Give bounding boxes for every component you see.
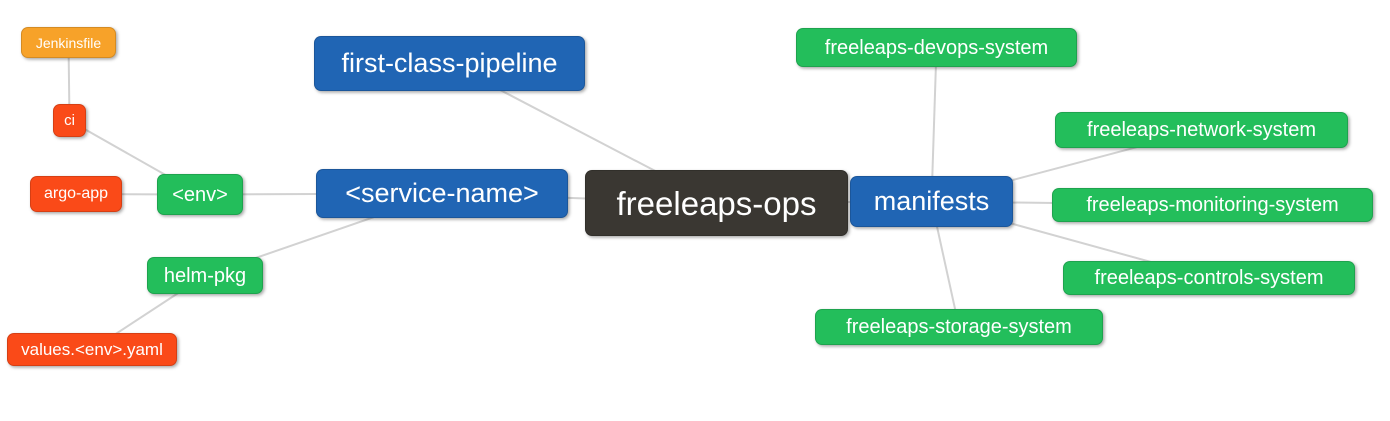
- node-freeleaps-monitoring-system[interactable]: freeleaps-monitoring-system: [1052, 188, 1373, 222]
- node-freeleaps-ops[interactable]: freeleaps-ops: [585, 170, 848, 236]
- node-freeleaps-storage-system[interactable]: freeleaps-storage-system: [815, 309, 1103, 345]
- node-freeleaps-controls-system[interactable]: freeleaps-controls-system: [1063, 261, 1355, 295]
- node-argo-app[interactable]: argo-app: [30, 176, 122, 212]
- node-service-name[interactable]: <service-name>: [316, 169, 568, 218]
- node-helm-pkg[interactable]: helm-pkg: [147, 257, 263, 294]
- node-manifests[interactable]: manifests: [850, 176, 1013, 227]
- node-values-env-yaml[interactable]: values.<env>.yaml: [7, 333, 177, 366]
- node-jenkinsfile[interactable]: Jenkinsfile: [21, 27, 116, 58]
- node-ci[interactable]: ci: [53, 104, 86, 137]
- node-freeleaps-network-system[interactable]: freeleaps-network-system: [1055, 112, 1348, 148]
- node-freeleaps-devops-system[interactable]: freeleaps-devops-system: [796, 28, 1077, 67]
- edge-manifests--freeleaps-devops-system: [930, 46, 938, 203]
- node-env[interactable]: <env>: [157, 174, 243, 215]
- node-first-class-pipeline[interactable]: first-class-pipeline: [314, 36, 585, 91]
